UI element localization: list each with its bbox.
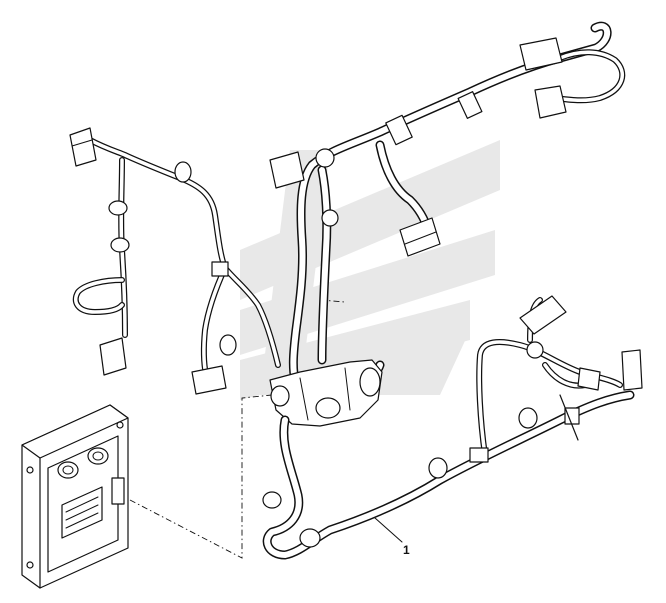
lower-harness-branch — [262, 390, 635, 560]
reference-lines — [129, 299, 346, 559]
connector — [69, 37, 643, 395]
upper-right-lead — [552, 49, 626, 104]
grommet — [108, 148, 544, 548]
callout-1: 1 — [374, 517, 410, 557]
clip — [211, 91, 580, 463]
ecu-module — [21, 404, 129, 589]
callout-label: 1 — [403, 543, 410, 557]
